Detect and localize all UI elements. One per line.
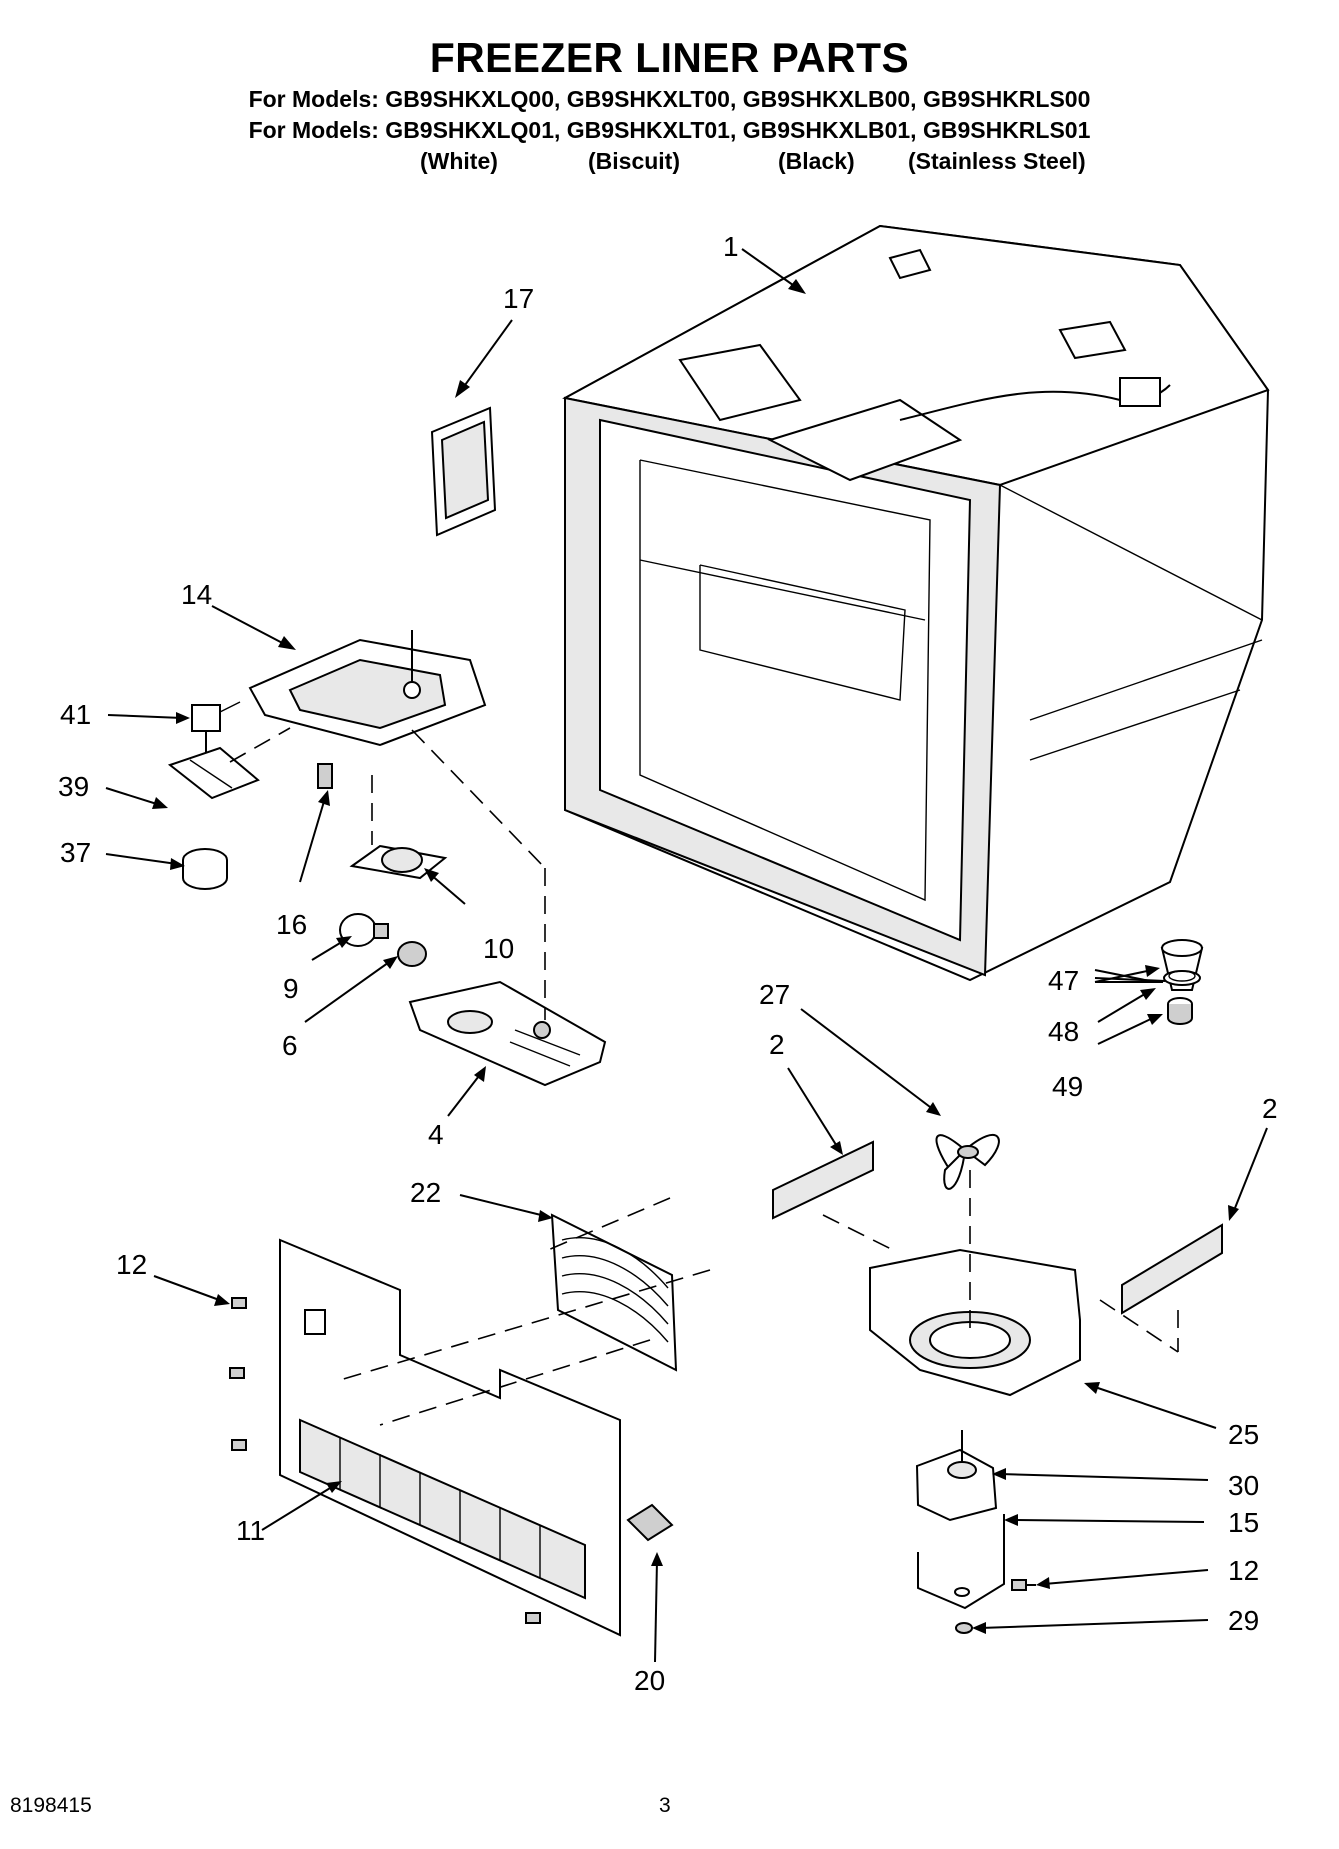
callout-27: 27 [759, 979, 790, 1010]
foam-pads-drawing [772, 1140, 1223, 1315]
freezer-liner-drawing [562, 224, 1270, 982]
fan-housing-drawing [869, 1248, 1081, 1397]
callout-20: 20 [634, 1665, 665, 1696]
callout-37: 37 [60, 837, 91, 868]
leader-arrows [105, 248, 1268, 1663]
nut-drawing [955, 1622, 973, 1634]
fan-motor-drawing [915, 1430, 998, 1522]
fan-blade-drawing [935, 1133, 1000, 1190]
switch-drawing [191, 701, 241, 755]
callout-16: 16 [276, 909, 307, 940]
socket-drawing [397, 941, 427, 967]
clip-drawing [317, 763, 333, 789]
callout-29: 29 [1228, 1605, 1259, 1636]
callout-9: 9 [283, 973, 299, 1004]
callout-48: 48 [1048, 1016, 1079, 1047]
callout-2a: 2 [769, 1029, 785, 1060]
callout-17: 17 [503, 283, 534, 314]
callout-12b: 12 [1228, 1555, 1259, 1586]
callout-labels: 1 17 14 41 39 37 16 10 9 6 4 47 48 49 27… [58, 231, 1278, 1696]
filter-cartridge-drawing [430, 406, 497, 537]
color-variants: (White) (Biscuit) (Black) (Stainless Ste… [0, 148, 1339, 178]
assembly-lines [229, 727, 1179, 1426]
evaporator-cover-drawing [550, 1213, 678, 1372]
callout-15: 15 [1228, 1507, 1259, 1538]
callout-41: 41 [60, 699, 91, 730]
callout-49: 49 [1052, 1071, 1083, 1102]
models-line-1: For Models: GB9SHKXLQ00, GB9SHKXLT00, GB… [248, 86, 1091, 112]
callout-10: 10 [483, 933, 514, 964]
callout-22: 22 [410, 1177, 441, 1208]
callout-14: 14 [181, 579, 212, 610]
page-title: FREEZER LINER PARTS [429, 34, 910, 81]
bracket-drawing [167, 746, 260, 800]
rear-cover-drawing [279, 1238, 621, 1637]
color-white: (White) [420, 148, 498, 174]
callout-11: 11 [236, 1515, 265, 1546]
color-stainless-steel: (Stainless Steel) [908, 148, 1086, 174]
color-biscuit: (Biscuit) [588, 148, 680, 174]
light-cover-drawing [408, 980, 607, 1087]
callout-30: 30 [1228, 1470, 1259, 1501]
lens-drawing [349, 844, 448, 880]
document-number: 8198415 [10, 1794, 92, 1817]
callout-1: 1 [723, 231, 739, 262]
color-black: (Black) [778, 148, 855, 174]
damper-parts-drawing [1160, 939, 1204, 1025]
page-number: 3 [659, 1794, 671, 1817]
callout-6: 6 [282, 1030, 298, 1061]
callout-39: 39 [58, 771, 89, 802]
control-housing-drawing [248, 630, 487, 747]
seal-strip-drawing [626, 1503, 674, 1542]
callout-25: 25 [1228, 1419, 1259, 1450]
callout-12a: 12 [116, 1249, 147, 1280]
knob-drawing [182, 848, 228, 890]
motor-bracket-drawing [917, 1514, 1005, 1610]
callout-47: 47 [1048, 965, 1079, 996]
callout-2b: 2 [1262, 1093, 1278, 1124]
callout-4: 4 [428, 1119, 444, 1150]
models-line-2: For Models: GB9SHKXLQ01, GB9SHKXLT01, GB… [248, 117, 1091, 143]
